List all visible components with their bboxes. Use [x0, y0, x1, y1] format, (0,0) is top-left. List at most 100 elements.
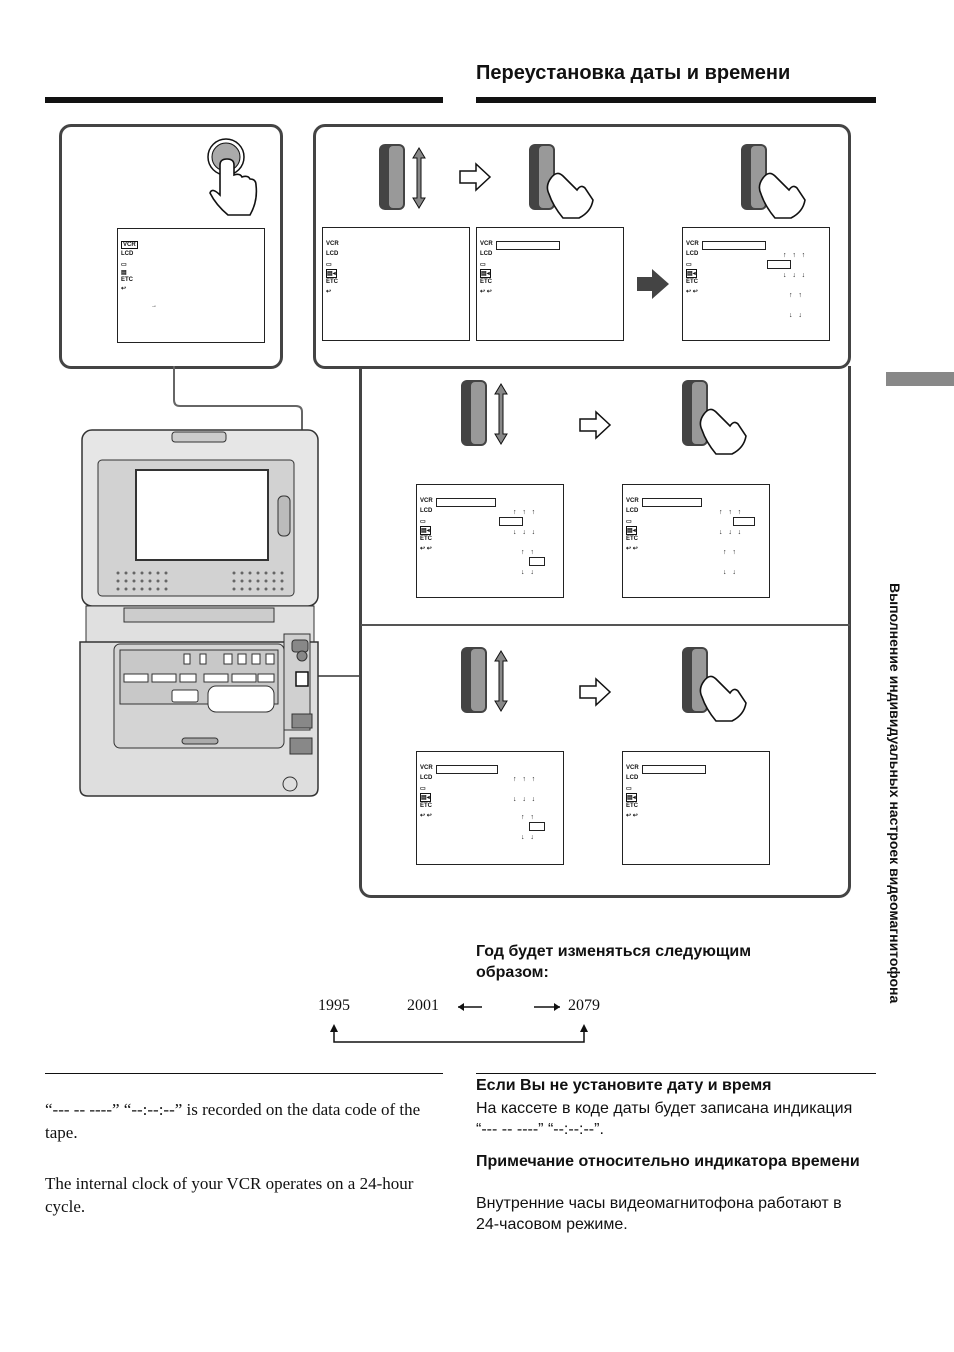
menu-icon-a: ▭ — [420, 519, 426, 525]
menu-icon-b: ▤◂ — [326, 269, 337, 278]
menu-lcd: LCD — [626, 508, 639, 514]
year-2001: 2001 — [407, 997, 439, 1014]
menu-screen-5: VCR LCD ▭ ▤◂ ETC ↩ ↩ ↑ ↑ ↑ ↓ ↓ ↓ ↑ ↑ ↓ ↓ — [416, 484, 564, 598]
down-arrows: ↓ ↓ ↓ — [513, 529, 536, 536]
menu-icon-b: ▤◂ — [686, 269, 697, 278]
menu-etc: ETC — [626, 803, 638, 809]
cursor-box — [767, 260, 791, 269]
menu-icon-a: ▭ — [626, 519, 632, 525]
side-tab-text: Выполнение индивидуальных настроек видео… — [887, 583, 903, 1004]
menu-etc: ETC — [420, 536, 432, 542]
vcr-device-illustration — [79, 429, 319, 797]
arrow-icon: → — [151, 303, 157, 309]
highlight-box — [436, 765, 498, 774]
up-arrows: ↑ ↑ ↑ — [513, 776, 536, 783]
menu-etc: ETC — [686, 279, 698, 285]
page-title: Переустановка даты и времени — [476, 62, 791, 84]
highlight-box — [642, 498, 702, 507]
menu-icon-a: ▭ — [626, 786, 632, 792]
menu-etc: ETC — [420, 803, 432, 809]
dial-turn-icon-3 — [461, 647, 508, 713]
menu-lcd: LCD — [326, 251, 339, 257]
menu-lcd: LCD — [480, 251, 493, 257]
menu-etc: ETC — [121, 277, 133, 283]
english-note-2: The internal clock of your VCR operates … — [45, 1174, 414, 1216]
up-arrows-2: ↑ ↑ — [521, 549, 534, 556]
side-tab — [886, 372, 954, 386]
up-arrows-2: ↑ ↑ — [521, 814, 534, 821]
return-icon: ↩ — [121, 286, 127, 292]
menu-icon-a: ▭ — [420, 786, 426, 792]
menu-icon-b: ▤◂ — [420, 793, 431, 802]
year-2079: 2079 — [568, 997, 600, 1014]
menu-lcd: LCD — [420, 508, 433, 514]
top-rule-left — [45, 97, 443, 103]
year-cycle-arrows — [330, 1003, 588, 1043]
steps-panel-bottom — [359, 366, 851, 898]
menu-icon-b: ▤◂ — [480, 269, 491, 278]
dial-turn-icon-2 — [461, 380, 508, 446]
menu-button-press-icon — [207, 138, 258, 216]
up-arrows: ↑ ↑ ↑ — [513, 509, 536, 516]
highlight-box — [496, 241, 560, 250]
menu-screen-2: VCR LCD ▭ ▤◂ ETC ↩ — [322, 227, 470, 341]
menu-lcd: LCD — [626, 775, 639, 781]
menu-icon-a: ▭ — [121, 262, 127, 268]
menu-screen-6: VCR LCD ▭ ▤◂ ETC ↩ ↩ ↑ ↑ ↑ ↓ ↓ ↓ ↑ ↑ ↓ ↓ — [622, 484, 770, 598]
down-arrows-2: ↓ ↓ — [789, 312, 802, 319]
return-icon: ↩ ↩ — [626, 546, 638, 552]
menu-icon-b: ▤◂ — [420, 526, 431, 535]
return-icon: ↩ ↩ — [686, 289, 698, 295]
menu-vcr: VCR — [626, 765, 639, 771]
menu-lcd: LCD — [121, 251, 134, 257]
step1-panel: VCR LCD ▭ ▤ ETC ↩ → — [59, 124, 283, 369]
bottom-rule-left — [45, 1073, 443, 1074]
dial-press-icon — [529, 144, 594, 219]
menu-icon-a: ▭ — [480, 262, 486, 268]
ru-heading-1: Если Вы не установите дату и время — [476, 1077, 772, 1094]
menu-icon-b: ▤ — [121, 270, 127, 276]
down-arrows-2: ↓ ↓ — [723, 569, 736, 576]
return-icon: ↩ ↩ — [626, 813, 638, 819]
up-arrows: ↑ ↑ ↑ — [783, 252, 806, 259]
menu-lcd: LCD — [420, 775, 433, 781]
menu-vcr: VCR — [626, 498, 639, 504]
steps-panel-top — [313, 124, 851, 369]
up-arrows: ↑ ↑ ↑ — [719, 509, 742, 516]
down-arrows-2: ↓ ↓ — [521, 834, 534, 841]
menu-lcd: LCD — [686, 251, 699, 257]
up-arrows-2: ↑ ↑ — [789, 292, 802, 299]
step-arrow-icon-3 — [579, 677, 612, 707]
down-arrows: ↓ ↓ ↓ — [719, 529, 742, 536]
menu-screen-1: VCR LCD ▭ ▤ ETC ↩ → — [117, 228, 265, 343]
english-note-1: “--- -- ----” “--:--:--” is recorded on … — [45, 1100, 421, 1142]
menu-etc: ETC — [626, 536, 638, 542]
menu-vcr: VCR — [326, 241, 339, 247]
menu-vcr: VCR — [420, 498, 433, 504]
cursor-box — [733, 517, 755, 526]
cursor-box-2 — [529, 557, 545, 566]
menu-icon-b: ▤◂ — [626, 793, 637, 802]
menu-etc: ETC — [480, 279, 492, 285]
menu-vcr: VCR — [686, 241, 699, 247]
menu-screen-3: VCR LCD ▭ ▤◂ ETC ↩ ↩ — [476, 227, 624, 341]
step-arrow-icon-2 — [579, 410, 612, 440]
ru-note-1: На кассете в коде даты будет записана ин… — [476, 1100, 853, 1138]
down-arrows: ↓ ↓ ↓ — [513, 796, 536, 803]
year-caption: Год будет изменяться следующим образом: — [476, 943, 752, 981]
panel-divider — [361, 624, 850, 626]
menu-icon-a: ▭ — [686, 262, 692, 268]
year-1995: 1995 — [318, 997, 350, 1014]
dial-press-icon-4 — [682, 647, 747, 722]
cursor-box — [499, 517, 523, 526]
dial-press-icon-3 — [682, 380, 747, 455]
menu-screen-7: VCR LCD ▭ ▤◂ ETC ↩ ↩ ↑ ↑ ↑ ↓ ↓ ↓ ↑ ↑ ↓ ↓ — [416, 751, 564, 865]
up-arrows-2: ↑ ↑ — [723, 549, 736, 556]
menu-etc: ETC — [326, 279, 338, 285]
ru-heading-2: Примечание относительно индикатора време… — [476, 1153, 860, 1170]
menu-vcr: VCR — [480, 241, 493, 247]
highlight-box — [436, 498, 496, 507]
menu-screen-4: VCR LCD ▭ ▤◂ ETC ↩ ↩ ↑ ↑ ↑ ↓ ↓ ↓ ↑ ↑ ↓ ↓ — [682, 227, 830, 341]
solid-arrow-icon — [637, 269, 669, 299]
menu-icon-b: ▤◂ — [626, 526, 637, 535]
